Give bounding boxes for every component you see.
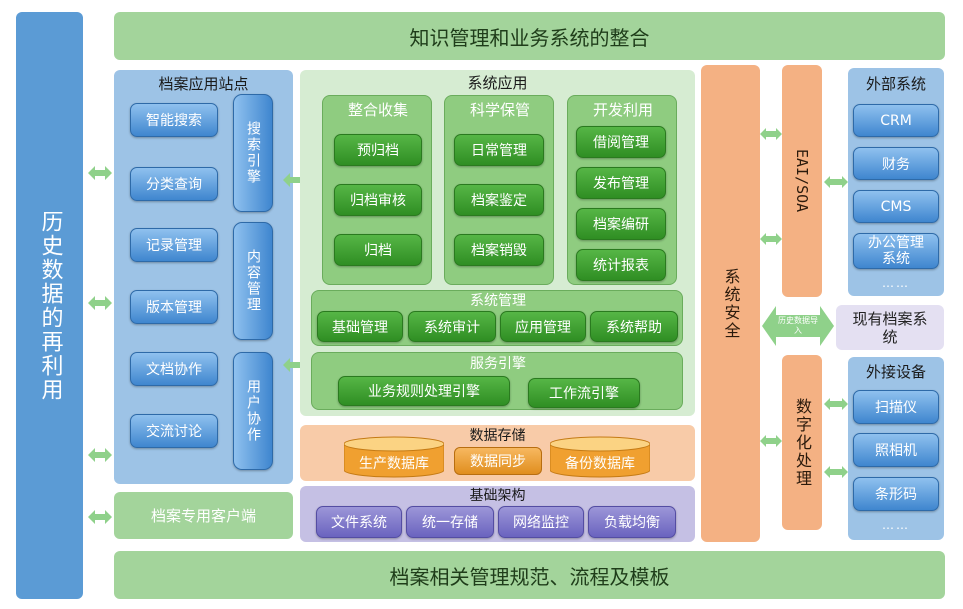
workflow-engine-button[interactable]: 工作流引擎	[528, 378, 640, 408]
history-import-arrow	[762, 306, 834, 346]
application-management-button[interactable]: 应用管理	[500, 311, 586, 342]
bottom-band: 档案相关管理规范、流程及模板	[114, 551, 945, 599]
system-security-label: 系统安全	[721, 267, 741, 340]
top-band: 知识管理和业务系统的整合	[114, 12, 945, 60]
service-engine-title: 服务引擎	[470, 356, 526, 372]
scanner-button[interactable]: 扫描仪	[853, 390, 939, 424]
basic-management-button[interactable]: 基础管理	[317, 311, 403, 342]
existing-archive-system-box: 现有档案系统	[836, 305, 944, 350]
archive-destruction-button[interactable]: 档案销毁	[454, 234, 544, 266]
digitization-bar: 数字化处理	[782, 355, 822, 530]
digitization-label: 数字化处理	[793, 397, 812, 488]
production-database-label: 生产数据库	[359, 456, 429, 472]
external-more: ……	[882, 276, 910, 290]
content-management-button[interactable]: 内容管理	[233, 222, 273, 340]
double-arrow-icon	[88, 510, 112, 524]
backup-database-label: 备份数据库	[565, 456, 635, 472]
archive-site-title: 档案应用站点	[158, 74, 249, 93]
daily-management-button[interactable]: 日常管理	[454, 134, 544, 166]
external-systems-title: 外部系统	[865, 74, 926, 93]
record-management-button[interactable]: 记录管理	[130, 228, 218, 262]
double-arrow-icon	[88, 296, 112, 310]
discussion-button[interactable]: 交流讨论	[130, 414, 218, 448]
left-bar-history-reuse: 历史数据的再利用	[16, 12, 83, 599]
group-integration-title: 整合收集	[347, 100, 408, 119]
double-arrow-icon	[760, 435, 782, 447]
system-audit-button[interactable]: 系统审计	[408, 311, 496, 342]
file-system-button[interactable]: 文件系统	[316, 506, 402, 538]
version-management-button[interactable]: 版本管理	[130, 290, 218, 324]
archive-compilation-button[interactable]: 档案编研	[576, 208, 666, 240]
infrastructure-title: 基础架构	[469, 488, 526, 504]
left-bar-label: 历史数据的再利用	[37, 209, 63, 402]
network-monitor-button[interactable]: 网络监控	[498, 506, 584, 538]
group-preservation-title: 科学保管	[469, 100, 530, 119]
archive-review-button[interactable]: 归档审核	[334, 184, 422, 216]
devices-more: ……	[882, 518, 910, 532]
crm-button[interactable]: CRM	[853, 104, 939, 137]
double-arrow-icon	[88, 166, 112, 180]
data-storage-title: 数据存储	[469, 428, 526, 444]
double-arrow-icon	[760, 233, 782, 245]
search-engine-label: 搜索引擎	[245, 121, 261, 185]
group-utilization-title: 开发利用	[592, 100, 653, 119]
cms-button[interactable]: CMS	[853, 190, 939, 223]
double-arrow-icon	[824, 398, 848, 410]
system-application-title: 系统应用	[467, 73, 528, 92]
search-engine-button[interactable]: 搜索引擎	[233, 94, 273, 212]
backup-database-icon	[550, 436, 650, 478]
load-balance-button[interactable]: 负载均衡	[588, 506, 676, 538]
statistics-report-button[interactable]: 统计报表	[576, 249, 666, 281]
pre-archive-button[interactable]: 预归档	[334, 134, 422, 166]
system-management-title: 系统管理	[470, 293, 526, 309]
data-sync-button[interactable]: 数据同步	[454, 447, 542, 475]
archive-button[interactable]: 归档	[334, 234, 422, 266]
content-management-label: 内容管理	[245, 249, 261, 313]
double-arrow-icon	[760, 128, 782, 140]
document-collab-button[interactable]: 文档协作	[130, 352, 218, 386]
archive-client-box: 档案专用客户端	[114, 492, 293, 539]
eai-soa-label: EAI/SOA	[793, 149, 811, 213]
eai-soa-bar: EAI/SOA	[782, 65, 822, 297]
category-query-button[interactable]: 分类查询	[130, 167, 218, 201]
external-devices-title: 外接设备	[865, 362, 926, 381]
system-help-button[interactable]: 系统帮助	[590, 311, 678, 342]
smart-search-button[interactable]: 智能搜索	[130, 103, 218, 137]
camera-button[interactable]: 照相机	[853, 433, 939, 467]
barcode-button[interactable]: 条形码	[853, 477, 939, 511]
user-collab-label: 用户协作	[245, 379, 261, 443]
publish-management-button[interactable]: 发布管理	[576, 167, 666, 199]
history-import-label: 历史数据导入	[778, 316, 818, 335]
double-arrow-icon	[824, 466, 848, 478]
production-database-icon	[344, 436, 444, 478]
archive-appraisal-button[interactable]: 档案鉴定	[454, 184, 544, 216]
borrowing-management-button[interactable]: 借阅管理	[576, 126, 666, 158]
unified-storage-button[interactable]: 统一存储	[406, 506, 494, 538]
office-management-button[interactable]: 办公管理系统	[853, 233, 939, 269]
finance-button[interactable]: 财务	[853, 147, 939, 180]
business-rule-engine-button[interactable]: 业务规则处理引擎	[338, 376, 510, 406]
system-security-bar: 系统安全	[701, 65, 760, 542]
double-arrow-icon	[88, 448, 112, 462]
user-collab-button[interactable]: 用户协作	[233, 352, 273, 470]
double-arrow-icon	[824, 176, 848, 188]
